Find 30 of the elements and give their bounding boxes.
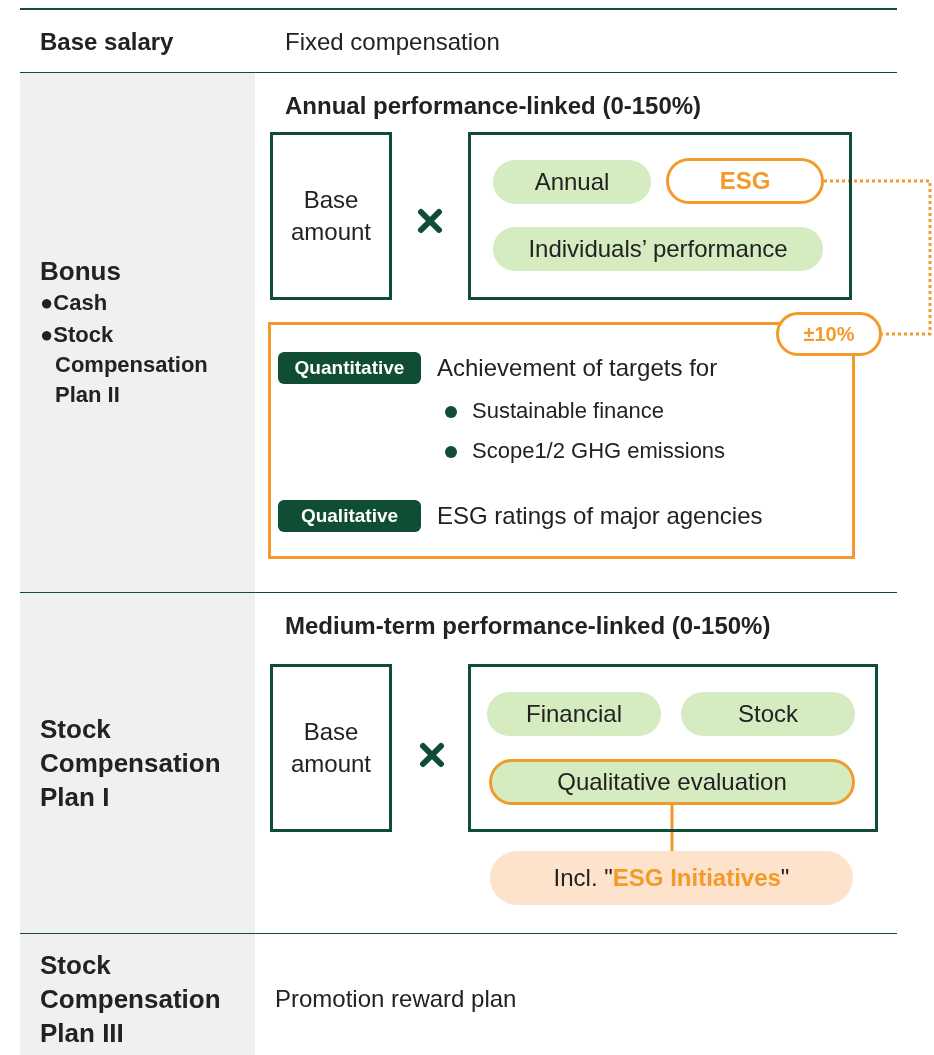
bullet-item: Sustainable finance bbox=[472, 398, 665, 424]
dotted-connector bbox=[824, 179, 932, 336]
criteria-text: ESG ratings of major agencies bbox=[437, 502, 763, 530]
section-heading: Medium-term performance-linked (0-150%) bbox=[285, 611, 772, 641]
factor-box bbox=[468, 132, 852, 300]
factor-pill: Annual bbox=[493, 160, 651, 204]
category-tag: Quantitative bbox=[278, 352, 421, 384]
factor-pill: Stock bbox=[681, 692, 855, 736]
section-heading: Annual performance-linked (0-150%) bbox=[285, 91, 703, 121]
factor-pill: Individuals’ performance bbox=[493, 227, 823, 271]
note-pill: Incl. "ESG Initiatives" bbox=[490, 851, 853, 905]
bullet-item: ●Cash bbox=[40, 289, 109, 317]
highlighted-factor-pill: Qualitative evaluation bbox=[489, 759, 855, 805]
criteria-text: Achievement of targets for bbox=[437, 354, 718, 382]
bullet-item: ●Stock Compensation Plan II bbox=[40, 321, 209, 409]
category-tag: Qualitative bbox=[278, 500, 421, 532]
row-heading: Stock Compensation Plan I bbox=[40, 713, 222, 814]
connector-line bbox=[670, 805, 674, 851]
cell-text: Promotion reward plan bbox=[275, 984, 518, 1014]
bullet-item: Scope1/2 GHG emissions bbox=[472, 438, 726, 464]
factor-pill: Financial bbox=[487, 692, 661, 736]
cell-text: Fixed compensation bbox=[285, 27, 501, 57]
factor-box bbox=[468, 664, 878, 832]
weight-badge: ±10% bbox=[776, 312, 882, 356]
highlighted-factor-pill: ESG bbox=[666, 158, 824, 204]
base-amount-box: Base amount bbox=[270, 664, 392, 832]
row-heading: Base salary bbox=[40, 27, 175, 57]
base-amount-box: Base amount bbox=[270, 132, 392, 300]
row-heading: Stock Compensation Plan III bbox=[40, 949, 222, 1050]
row-heading: Bonus bbox=[40, 255, 122, 288]
